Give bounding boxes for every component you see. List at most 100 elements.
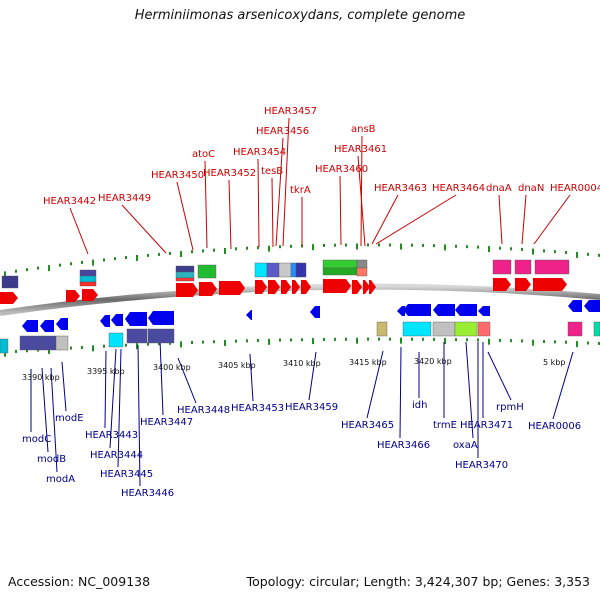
connector-line (271, 177, 274, 248)
gene-label[interactable]: ansB (351, 124, 376, 135)
gene-label[interactable]: dnaA (486, 183, 512, 194)
gene-box (0, 338, 9, 354)
gene-label[interactable]: atoC (192, 149, 215, 160)
ruler-dot (345, 337, 347, 341)
connector-line (104, 350, 107, 429)
gene-arrow-forward (292, 280, 300, 294)
gene-label[interactable]: HEAR3457 (264, 106, 317, 117)
tick-label: 3390 kbp (22, 373, 60, 382)
gene-label[interactable]: tkrA (290, 185, 311, 196)
ruler-dot (26, 268, 28, 272)
ruler-dot (521, 247, 523, 251)
gene-label[interactable]: HEAR3466 (377, 440, 430, 451)
connector-line (228, 179, 232, 250)
gene-arrow-forward (281, 280, 291, 294)
gene-label[interactable]: HEAR3464 (432, 183, 485, 194)
gene-box (356, 267, 368, 277)
ruler-dot (257, 246, 259, 250)
ruler-dot (147, 342, 149, 346)
gene-arrow-reverse (478, 306, 490, 316)
gene-label[interactable]: HEAR3450 (151, 170, 204, 181)
ruler-dot (389, 243, 391, 247)
gene-label[interactable]: rpmH (496, 402, 524, 413)
gene-box (567, 321, 583, 337)
gene-label[interactable]: tesB (261, 166, 283, 177)
ruler-dot (301, 338, 303, 342)
gene-label[interactable]: HEAR3465 (341, 420, 394, 431)
gene-arrow-forward (176, 283, 198, 297)
gene-label[interactable]: idh (412, 400, 427, 411)
gene-label[interactable]: modA (46, 474, 75, 485)
gene-label[interactable]: HEAR3459 (285, 402, 338, 413)
gene-arrow-reverse (148, 311, 174, 325)
ruler-dot (169, 341, 171, 345)
ruler-dot (180, 251, 182, 258)
ruler-dot (290, 338, 292, 342)
gene-label[interactable]: HEAR3444 (90, 450, 143, 461)
connector-line (117, 348, 122, 468)
ruler-dot (422, 243, 424, 247)
gene-label[interactable]: HEAR3447 (140, 417, 193, 428)
connector-line (366, 350, 384, 419)
ruler-dot (389, 337, 391, 341)
gene-label[interactable]: HEAR3446 (121, 488, 174, 499)
ruler-dot (246, 246, 248, 250)
gene-label[interactable]: HEAR3456 (256, 126, 309, 137)
ruler-dot (4, 350, 6, 357)
gene-label[interactable]: HEAR3445 (100, 469, 153, 480)
gene-arrow-reverse (397, 306, 405, 316)
gene-box (175, 277, 195, 282)
gene-box (175, 271, 195, 279)
ruler-dot (246, 339, 248, 343)
gene-label[interactable]: modB (37, 454, 66, 465)
gene-box (197, 264, 217, 279)
ruler-dot (202, 340, 204, 344)
ruler-dot (92, 345, 94, 352)
gene-label[interactable]: modC (22, 434, 51, 445)
ruler-dot (554, 250, 556, 254)
gene-label[interactable]: HEAR3448 (177, 405, 230, 416)
gene-arrow-forward (66, 290, 80, 302)
gene-label[interactable]: HEAR0004 (550, 183, 600, 194)
gene-arrow-reverse (40, 320, 54, 332)
gene-label[interactable]: HEAR3452 (203, 168, 256, 179)
gene-label[interactable]: HEAR3449 (98, 193, 151, 204)
gene-label[interactable]: trmE (433, 420, 457, 431)
ruler-dot (378, 337, 380, 341)
ruler-dot (323, 337, 325, 341)
ruler-dot (279, 245, 281, 249)
gene-label[interactable]: HEAR3463 (374, 183, 427, 194)
gene-arrow-reverse (100, 315, 110, 327)
ruler-dot (356, 337, 358, 344)
gene-box (41, 335, 57, 351)
gene-label[interactable]: HEAR0006 (528, 421, 581, 432)
gene-label[interactable]: HEAR3453 (231, 403, 284, 414)
gene-label[interactable]: HEAR3461 (334, 144, 387, 155)
gene-label[interactable]: modE (55, 413, 84, 424)
ruler-dot (268, 338, 270, 345)
gene-label[interactable]: dnaN (518, 183, 544, 194)
gene-box (108, 332, 124, 348)
ruler-dot (312, 244, 314, 251)
ruler-dot (466, 245, 468, 249)
ruler-dot (433, 244, 435, 248)
ruler-dot (367, 337, 369, 341)
ruler-dot (510, 247, 512, 251)
gene-label[interactable]: HEAR3471 (460, 420, 513, 431)
ruler-dot (587, 341, 589, 345)
connector-line (177, 357, 197, 404)
gene-label[interactable]: HEAR3443 (85, 430, 138, 441)
gene-features (0, 259, 600, 354)
gene-box (376, 321, 388, 337)
gene-label[interactable]: HEAR3442 (43, 196, 96, 207)
ruler-dot (147, 253, 149, 257)
gene-label[interactable]: oxaA (453, 440, 478, 451)
gene-label[interactable]: HEAR3454 (233, 147, 286, 158)
gene-label[interactable]: HEAR3460 (315, 164, 368, 175)
ruler-dot (455, 244, 457, 248)
connector-line (137, 344, 141, 487)
connector-line (399, 346, 402, 439)
gene-arrow-forward (363, 280, 370, 294)
gene-label[interactable]: HEAR3470 (455, 460, 508, 471)
ruler-dot (400, 243, 402, 250)
